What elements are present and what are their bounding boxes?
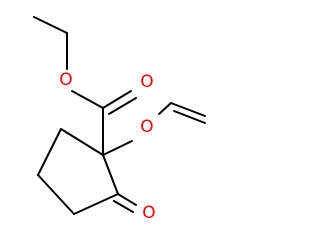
bond-vinyl-double-2: [173, 110, 206, 124]
bond-quaternary-carbon-ether-oxygen: [102, 140, 133, 156]
bond-carbonyl-carbon-carbonyl-oxygen-2: [108, 97, 137, 115]
bond-ester-oxygen-carbonyl-carbon: [71, 90, 104, 109]
bond-carbonyl-carbon-carbonyl-oxygen-1: [102, 90, 132, 109]
bond-ring-left: [37, 128, 62, 176]
bond-ketone-double-1: [117, 193, 137, 206]
bond-ring-top-left: [60, 128, 104, 156]
bond-ether-oxygen-vinyl-carbon: [158, 102, 172, 115]
molecule-drawing: O O O O: [33, 16, 206, 223]
bond-ring-bottom: [73, 193, 119, 215]
bond-ketone-double-2: [113, 200, 134, 213]
bond-vinyl-double-1: [170, 102, 206, 117]
carbonyl-oxygen-label: O: [140, 72, 153, 92]
ester-oxygen-label: O: [59, 70, 72, 90]
ketone-oxygen-label: O: [142, 203, 155, 223]
structure-diagram: O O O O: [33, 16, 206, 223]
ether-oxygen-label: O: [140, 117, 153, 137]
bond-ring-bottom-left: [37, 174, 75, 215]
bond-ring-right: [102, 154, 119, 195]
bond-ch3-ch2: [33, 16, 68, 34]
